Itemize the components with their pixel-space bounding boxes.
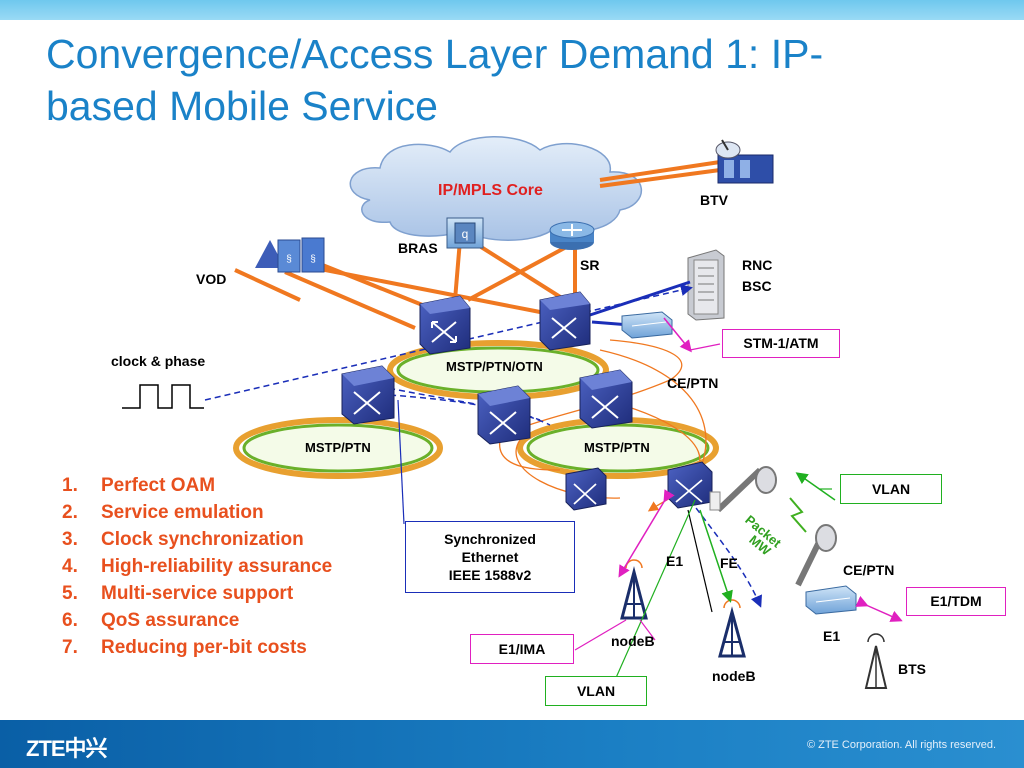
feature-item-1: 1. Perfect OAM: [62, 472, 361, 499]
feature-number: 7.: [62, 637, 78, 658]
vlan-right-box: VLAN: [840, 474, 942, 504]
vod-label: VOD: [196, 271, 227, 287]
bras-label: BRAS: [398, 240, 438, 256]
switch-core-right: [539, 291, 591, 351]
rnc-label: RNC: [742, 257, 773, 273]
feature-number: 3.: [62, 529, 78, 550]
bras-device-icon: q: [446, 217, 484, 249]
e1-ima-box: E1/IMA: [470, 634, 574, 664]
clock-phase-label: clock & phase: [111, 353, 206, 369]
vod-servers-icon: § §: [255, 237, 325, 273]
slide-title: Convergence/Access Layer Demand 1: IP- b…: [46, 28, 946, 132]
feature-text: Perfect OAM: [101, 475, 216, 496]
ip-mpls-core-cloud: [349, 136, 643, 241]
clock-phase-waveform: [122, 384, 204, 409]
feature-text: Multi-service support: [101, 583, 294, 604]
bsc-label: BSC: [742, 278, 772, 294]
feature-item-3: 3. Clock synchronization: [62, 526, 361, 553]
feature-item-7: 7. Reducing per-bit costs: [62, 634, 361, 661]
sync-line2: Ethernet: [461, 549, 519, 565]
feature-number: 5.: [62, 583, 78, 604]
btv-label: BTV: [700, 192, 728, 208]
microwave-antenna-top-icon: [709, 466, 777, 513]
feature-item-5: 5. Multi-service support: [62, 580, 361, 607]
feature-text: Service emulation: [101, 502, 264, 523]
slide-title-line2: based Mobile Service: [46, 83, 438, 129]
sync-line3: IEEE 1588v2: [448, 567, 532, 583]
feature-number: 2.: [62, 502, 78, 523]
mstp-ptn-right-label: MSTP/PTN: [584, 440, 650, 455]
vlan-bottom-box: VLAN: [545, 676, 647, 706]
svg-text:§: §: [286, 254, 292, 265]
sr-router-icon: [549, 221, 595, 250]
slide-title-line1: Convergence/Access Layer Demand 1: IP-: [46, 31, 824, 77]
e1-tdm-box: E1/TDM: [906, 587, 1006, 616]
mstp-ptn-left-label: MSTP/PTN: [305, 440, 371, 455]
ring-mstp-ptn-left: [233, 417, 443, 479]
feature-text: Clock synchronization: [101, 529, 304, 550]
feature-text: QoS assurance: [101, 610, 240, 631]
sync-line1: Synchronized: [444, 531, 536, 547]
synchronized-ethernet-box: Synchronized Ethernet IEEE 1588v2: [405, 521, 575, 593]
switch-core-left: [419, 295, 471, 355]
top-bar: [0, 0, 1024, 20]
ce-ptn-top-device-icon: [621, 311, 673, 339]
feature-number: 1.: [62, 475, 78, 496]
switch-access-right: [579, 369, 633, 429]
bts-tower-icon: [864, 633, 888, 689]
nodeb-left-tower-icon: [620, 559, 648, 620]
e1-bottom-label: E1: [823, 628, 841, 644]
svg-text:q: q: [462, 227, 469, 241]
feature-text: Reducing per-bit costs: [101, 637, 307, 658]
fe-label: FE: [720, 555, 738, 571]
sr-label: SR: [580, 257, 600, 273]
nodeb-right-label: nodeB: [712, 668, 756, 684]
zte-logo: ZTE中兴: [26, 736, 108, 761]
mstp-ptn-otn-label: MSTP/PTN/OTN: [446, 359, 543, 374]
rnc-bsc-rack-icon: [687, 249, 725, 321]
stm-atm-box: STM-1/ATM: [722, 329, 840, 358]
feature-item-6: 6. QoS assurance: [62, 607, 361, 634]
switch-access-left: [341, 365, 395, 425]
orange-links: [234, 160, 721, 330]
site-links: [397, 317, 903, 681]
ip-mpls-core-label: IP/MPLS Core: [438, 182, 543, 199]
feature-number: 4.: [62, 556, 78, 577]
switch-edge-left: [565, 467, 607, 511]
switch-access-middle: [477, 385, 531, 445]
feature-text: High-reliability assurance: [101, 556, 333, 577]
feature-item-4: 4. High-reliability assurance: [62, 553, 361, 580]
ce-ptn-bottom-device-icon: [805, 585, 857, 615]
e1-left-label: E1: [666, 553, 684, 569]
microwave-signal-icon: [789, 497, 807, 533]
btv-server-icon: [715, 139, 774, 184]
ce-ptn-bottom-label: CE/PTN: [843, 562, 895, 578]
features-list: 1. Perfect OAM 2. Service emulation 3. Cloc…: [62, 472, 361, 661]
bts-label: BTS: [898, 661, 926, 677]
copyright-text: © ZTE Corporation. All rights reserved.: [806, 739, 996, 751]
nodeb-left-label: nodeB: [611, 633, 655, 649]
feature-item-2: 2. Service emulation: [62, 499, 361, 526]
ce-ptn-top-label: CE/PTN: [667, 375, 719, 391]
svg-text:§: §: [310, 254, 316, 265]
switch-edge-right: [667, 461, 713, 509]
feature-number: 6.: [62, 610, 78, 631]
footer-bar: [0, 720, 1024, 768]
microwave-antenna-bottom-icon: [795, 524, 837, 587]
nodeb-right-tower-icon: [718, 599, 746, 658]
